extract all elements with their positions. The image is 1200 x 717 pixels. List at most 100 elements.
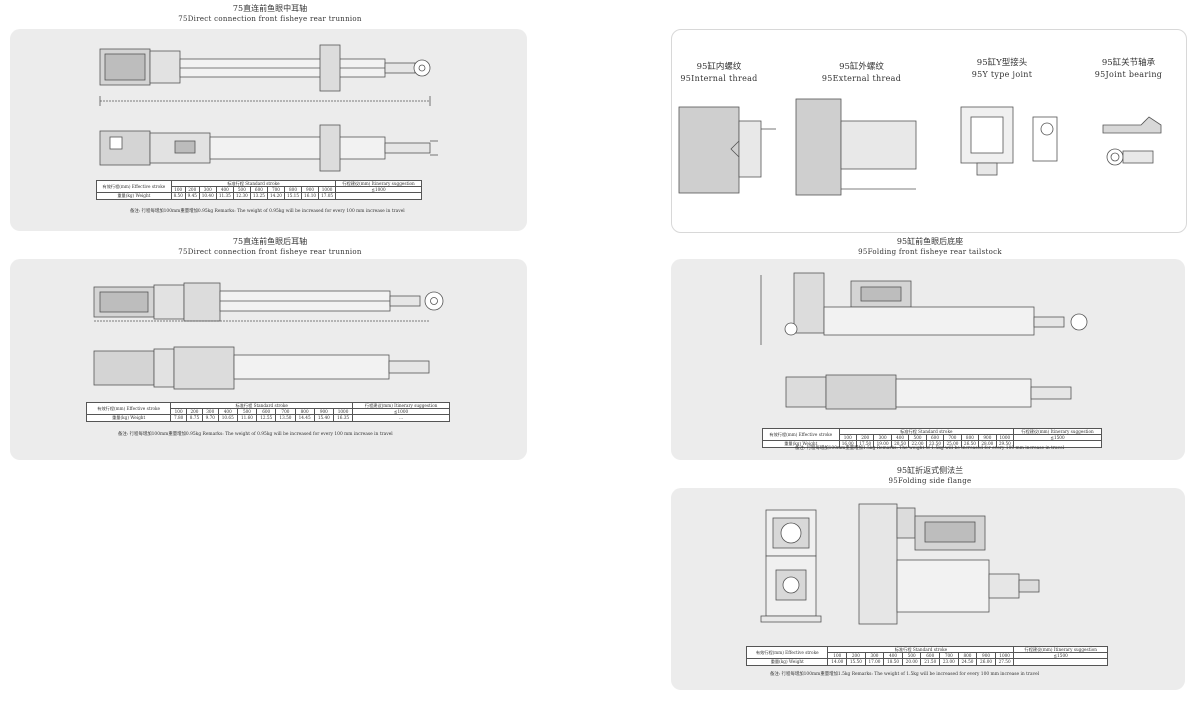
s2-weight: 15.40 (313, 414, 334, 422)
section4-title-cn: 95缸折返式侧法兰 (896, 466, 964, 475)
s3-stroke: 600 (925, 434, 945, 442)
part-en: 95Internal thread (680, 74, 758, 83)
s4-weight-label: 重量(kg) Weight (745, 658, 829, 666)
s1-trunnion-top (319, 44, 341, 92)
s4-itinerary-value: ≦1500 (1013, 652, 1108, 660)
s4-weight: 20.00 (901, 658, 922, 666)
s2-stroke: 1000 (332, 408, 354, 416)
s3-weight: 19.00 (873, 440, 892, 448)
s4-itinerary-label: 行程建议(mm) Itinerary suggestion (1013, 645, 1108, 654)
s1-weight: 17.05 (318, 192, 337, 200)
s3-weight: 17.50 (855, 440, 875, 448)
section1-spec-table: 有效行程(mm) Effective stroke 标准行程 Standard … (96, 179, 422, 200)
s3-weight-extra (1013, 440, 1102, 448)
s3-stroke: 100 (838, 434, 857, 442)
section2-spec-table: 有效行程(mm) Effective stroke 标准行程 Standard … (85, 401, 450, 422)
section4-title-en: 95Folding side flange (888, 477, 972, 485)
part-cn: 95缸外螺纹 (839, 62, 884, 72)
s3-weight: 26.50 (960, 440, 980, 448)
s4-weight: 21.50 (920, 658, 941, 666)
s2-stroke: 800 (294, 408, 315, 416)
s3-stroke: 300 (873, 434, 892, 442)
s1-weight: 13.25 (249, 192, 268, 200)
s2-stroke: 700 (275, 408, 296, 416)
section3-title: 95缸前鱼眼后底座 95Folding front fisheye rear t… (810, 237, 1050, 257)
s2-itinerary-label: 行程建议(mm) Itinerary suggestion (352, 401, 450, 410)
section2-note: 备注: 行程每增加100mm重量增加0.95kg Remarks: The we… (118, 432, 393, 437)
s4-weight-extra (1013, 658, 1108, 666)
section1-title-en: 75Direct connection front fisheye rear t… (178, 15, 362, 23)
s2-weight: 13.50 (275, 414, 296, 422)
part-cn: 95缸关节轴承 (1101, 58, 1156, 68)
s3-stroke: 500 (908, 434, 927, 442)
section4-note: 备注: 行程每增加100mm重量增加1.5kg Remarks: The wei… (770, 672, 1040, 677)
part-en: 95Joint bearing (1094, 70, 1163, 79)
s1-tube-side (209, 136, 386, 160)
s2-standard-label: 标准行程 Standard stroke (170, 401, 354, 410)
section2-title: 75直连前鱼眼后耳轴 75Direct connection front fis… (120, 237, 420, 257)
s1-weight: 9.45 (184, 192, 200, 200)
s3-weight: 23.50 (925, 440, 945, 448)
s3-weight: 25.00 (943, 440, 962, 448)
s1-weight-extra (335, 192, 422, 200)
section3-spec-table: 有效行程(mm) Effective stroke 标准行程 Standard … (762, 427, 1102, 448)
s1-weight: 14.20 (266, 192, 285, 200)
part-cn: 95缸Y型接头 (976, 58, 1028, 68)
s3-stroke: 400 (890, 434, 910, 442)
s3-weight: 16.00 (838, 440, 857, 448)
section4-drawing (760, 503, 1040, 625)
s1-weight: 12.30 (232, 192, 251, 200)
section1-note: 备注: 行程每增加100mm重量增加0.95kg Remarks: The we… (130, 209, 405, 214)
s3-effective-label: 有效行程(mm) Effective stroke (762, 427, 840, 442)
s2-weight: 12.55 (256, 414, 277, 422)
s4-weight: 14.00 (827, 658, 848, 666)
part-cn: 95缸内螺纹 (696, 62, 742, 72)
s1-effective-label: 有效行程(mm) Effective stroke (96, 179, 172, 194)
s4-standard-label: 标准行程 Standard stroke (827, 645, 1015, 654)
s1-stroke: 300 (198, 186, 217, 194)
part-title-joint-bearing: 95缸关节轴承 95Joint bearing (1086, 58, 1171, 80)
s3-stroke: 900 (978, 434, 997, 442)
s2-stroke: 500 (236, 408, 258, 416)
s1-stroke: 400 (215, 186, 234, 194)
s4-weight: 15.50 (846, 658, 866, 666)
s2-weight: 8.75 (186, 414, 203, 422)
section1-title: 75直连前鱼眼中耳轴 75Direct connection front fis… (120, 4, 420, 24)
s3-itinerary-value: ≦1500 (1013, 434, 1102, 442)
s2-weight-extra: ... (352, 414, 450, 422)
s1-itinerary-label: 行程建议(mm) Itinerary suggestion (335, 179, 422, 188)
s2-itinerary-value: ≦1000 (352, 408, 450, 416)
section1-title-cn: 75直连前鱼眼中耳轴 (232, 4, 308, 13)
s4-weight: 26.00 (976, 658, 996, 666)
section3-title-cn: 95缸前鱼眼后底座 (896, 237, 964, 246)
part-title-y-type-joint: 95缸Y型接头 95Y type joint (962, 58, 1042, 80)
section3-card (671, 259, 1185, 460)
s1-weight: 8.50 (170, 192, 186, 200)
s1-weight: 16.10 (301, 192, 320, 200)
s1-stroke: 1000 (318, 186, 337, 194)
s1-weight: 10.40 (198, 192, 217, 200)
s1-fisheye-top (413, 59, 431, 77)
s3-weight: 29.50 (995, 440, 1015, 448)
s2-weight: 11.60 (236, 414, 258, 422)
s4-weight: 17.00 (864, 658, 885, 666)
part-en: 95External thread (821, 74, 902, 83)
part-title-external-thread: 95缸外螺纹 95External thread (814, 62, 909, 84)
s4-weight: 23.00 (939, 658, 959, 666)
section4-title: 95缸折返式侧法兰 95Folding side flange (810, 466, 1050, 486)
s1-weight-label: 重量(kg) Weight (96, 192, 172, 200)
s2-weight: 9.70 (201, 414, 219, 422)
s3-itinerary-label: 行程建议(mm) Itinerary suggestion (1013, 427, 1102, 436)
s4-weight: 24.50 (957, 658, 978, 666)
section3-drawing (760, 272, 1088, 410)
s1-gearbox-top (149, 50, 181, 84)
s2-stroke: 900 (313, 408, 334, 416)
section2-title-cn: 75直连前鱼眼后耳轴 (232, 237, 308, 246)
s1-weight: 11.35 (215, 192, 234, 200)
s2-stroke: 600 (256, 408, 277, 416)
s2-weight: 14.45 (294, 414, 315, 422)
s1-itinerary-value: ≦1000 (335, 186, 422, 194)
s1-motor-side (99, 130, 151, 166)
s3-weight: 20.50 (890, 440, 910, 448)
s3-stroke: 800 (960, 434, 980, 442)
